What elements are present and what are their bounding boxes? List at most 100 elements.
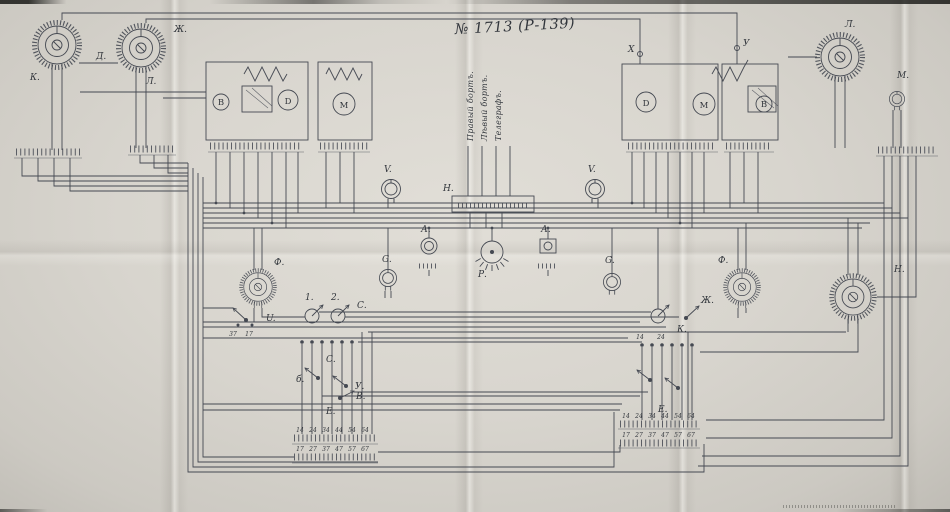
- terminal-number: 14: [296, 427, 304, 434]
- terminal-number: 64: [361, 427, 369, 434]
- label-switch-v-small: В.: [355, 392, 366, 402]
- label-meter-m-right: М.: [896, 71, 909, 81]
- terminal-block-left: [292, 434, 378, 464]
- label-block-e-left: Е.: [325, 407, 336, 417]
- label-ammeter-1: А.: [420, 225, 431, 235]
- label-rotary-2: 2.: [330, 293, 340, 303]
- terminal-number: 57: [348, 446, 356, 453]
- terminal-number: 67: [361, 446, 369, 453]
- dial-instrument-f-right: [723, 268, 761, 310]
- terminal-number: 67: [687, 432, 695, 439]
- label-coil-b-left: В: [218, 98, 224, 108]
- label-switch-k-right: К.: [676, 325, 687, 335]
- knife-switch-lever: [664, 377, 679, 389]
- label-voltmeter-left: V.: [384, 165, 392, 175]
- resistor-icon: [711, 59, 749, 83]
- label-y-right: У: [743, 39, 751, 49]
- label-dial-k-left: К.: [29, 73, 40, 83]
- label-junction-box-h: Н.: [442, 184, 454, 194]
- galvanometer-left: [379, 269, 397, 292]
- label-switch-y-small: У.: [355, 382, 365, 392]
- terminal-number: 17: [622, 432, 630, 439]
- switch-cluster-left: [232, 304, 355, 400]
- label-galvanometer-right: G.: [605, 256, 615, 266]
- terminal-strips: [14, 145, 938, 213]
- knife-switch-lever: [304, 367, 319, 379]
- voltmeter-left: [381, 179, 401, 204]
- knife-switch-lever: [332, 375, 347, 387]
- terminal-number: 27: [308, 446, 317, 453]
- junction-dots: [214, 201, 682, 230]
- knife-switch-lever: [339, 390, 355, 399]
- label-contact-row-c: С.: [326, 355, 336, 365]
- label-rheostat-p: Р.: [477, 270, 487, 280]
- terminal-number: 34: [648, 413, 656, 420]
- knife-switch-lever: [232, 307, 247, 321]
- resistor-icon: [243, 65, 288, 83]
- note-left-board: Лѣвый бортъ.: [480, 75, 489, 142]
- terminal-number: 24: [308, 427, 317, 434]
- dial-instrument-f-left: [239, 268, 277, 310]
- terminal-number: 64: [687, 413, 695, 420]
- dial-instrument-l-left: [119, 26, 164, 77]
- label-zh-left: Ж.: [173, 25, 187, 35]
- wiring-network: [21, 12, 917, 473]
- dial-instrument-k-left: [35, 23, 80, 74]
- terminal-number: 47: [334, 446, 343, 453]
- rotary-switch-lever: [337, 304, 350, 317]
- label-switch-c-upper: С.: [357, 301, 367, 311]
- label-switch-zh-right: Ж.: [700, 296, 714, 306]
- voltmeter-right: [585, 179, 605, 204]
- resistor-icon: [325, 66, 363, 82]
- terminal-number: 27: [634, 432, 643, 439]
- terminal-number: 37: [322, 446, 330, 453]
- terminal-number: 54: [348, 427, 356, 434]
- rotary-switch-lever: [311, 304, 324, 317]
- label-dynamo-d-right: D: [643, 99, 650, 109]
- center-meter-cluster: [419, 237, 558, 271]
- label-motor-m-left: М: [340, 101, 349, 111]
- contact-number: 17: [245, 331, 253, 338]
- label-dynamo-d-left: D: [285, 97, 292, 107]
- knife-switch-lever: [685, 305, 700, 319]
- knife-switch-lever: [636, 369, 651, 381]
- terminal-block-right: [618, 420, 700, 449]
- label-dial-f-left: Ф.: [274, 258, 284, 268]
- label-switch-b-small: б.: [296, 374, 304, 385]
- terminal-number: 44: [660, 413, 669, 420]
- label-d-left: Д.: [95, 52, 106, 62]
- note-telegraph: Телеграфъ.: [494, 90, 503, 141]
- rotary-switch-lever: [657, 304, 670, 317]
- label-galvanometer-left: G.: [382, 255, 392, 265]
- dial-instrument-h-right: [832, 276, 875, 324]
- label-ammeter-2: А.: [540, 225, 551, 235]
- relay-box-left: [205, 61, 373, 153]
- sheet-title: № 1713 (Р-139): [453, 16, 575, 38]
- terminal-number: 14: [622, 413, 630, 420]
- label-motor-m-right: М: [700, 101, 709, 111]
- dial-instrument-l-right: [818, 35, 863, 86]
- contact-fan: [475, 258, 509, 271]
- label-block-e-right: Е.: [657, 405, 668, 415]
- terminal-number: 24: [634, 413, 643, 420]
- label-rotary-1: 1.: [305, 293, 314, 303]
- terminal-number: 34: [322, 427, 330, 434]
- junction-box-h: [451, 195, 535, 213]
- terminal-number: 57: [674, 432, 682, 439]
- terminal-number: 37: [648, 432, 656, 439]
- meter-m-right: [889, 91, 905, 111]
- label-dial-h-right: Н.: [893, 265, 905, 275]
- printers-imprint: [783, 505, 895, 508]
- label-dial-l-right: Л.: [844, 20, 856, 30]
- contact-number: 24: [656, 334, 665, 341]
- terminal-number: 44: [334, 427, 343, 434]
- terminal-number: 17: [296, 446, 304, 453]
- rheostat-p-dial: [480, 240, 504, 264]
- galvanometer-right: [603, 273, 621, 296]
- label-x-right: Х: [627, 45, 635, 55]
- terminal-number: 54: [674, 413, 682, 420]
- label-switch-u: U.: [266, 314, 276, 324]
- terminal-number: 47: [660, 432, 669, 439]
